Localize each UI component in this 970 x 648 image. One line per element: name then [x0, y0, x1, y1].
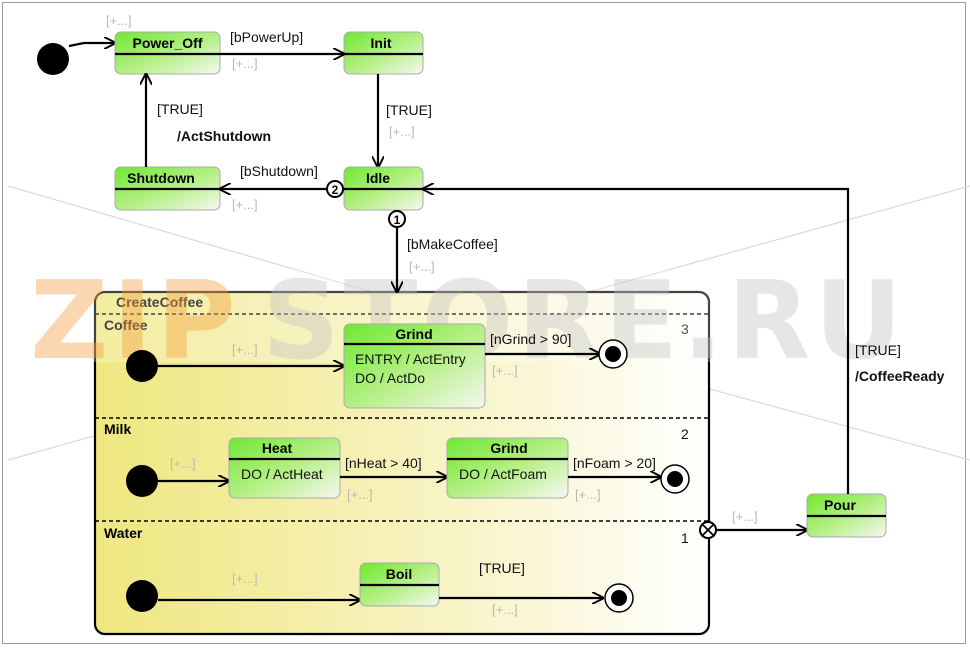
state-grind-milk[interactable]: Grind DO / ActFoam: [446, 437, 569, 499]
region-milk-label: Milk: [104, 421, 131, 437]
state-shutdown-name: Shutdown: [127, 170, 195, 186]
region-water-priority: 1: [681, 530, 689, 546]
ghost-n-foam[interactable]: [+...]: [575, 487, 601, 502]
initial-pseudostate: [37, 43, 69, 75]
ghost-milk-initial[interactable]: [+...]: [170, 456, 196, 471]
ghost-make-coffee[interactable]: [+...]: [409, 259, 435, 274]
transition-initial-poweroff[interactable]: [68, 43, 115, 46]
coffee-initial-pseudostate: [126, 350, 158, 382]
grind-coffee-entry: ENTRY / ActEntry: [355, 351, 466, 367]
water-initial-pseudostate: [126, 580, 158, 612]
label-power-up: [bPowerUp]: [230, 29, 303, 45]
coffee-final-state: [598, 339, 628, 369]
region-milk-priority: 2: [681, 426, 689, 442]
state-boil[interactable]: Boil: [359, 562, 440, 607]
label-n-heat: [nHeat > 40]: [345, 455, 422, 471]
state-heat-name: Heat: [262, 440, 293, 456]
region-coffee-label: Coffee: [104, 317, 148, 333]
state-idle[interactable]: Idle: [343, 166, 424, 211]
label-shutdown-action: /ActShutdown: [177, 128, 271, 144]
state-power-off[interactable]: Power_Off: [114, 31, 221, 75]
state-idle-name: Idle: [366, 170, 390, 186]
state-power-off-name: Power_Off: [132, 35, 202, 51]
heat-do: DO / ActHeat: [241, 466, 323, 482]
label-pour-guard: [TRUE]: [855, 342, 901, 358]
label-shutdown-guard: [TRUE]: [157, 101, 203, 117]
state-pour-name: Pour: [824, 497, 856, 513]
exit-priority-1-label: 1: [394, 213, 401, 227]
label-n-grind: [nGrind > 90]: [490, 331, 571, 347]
ghost-poweroff[interactable]: [+...]: [106, 13, 132, 28]
label-pour-action: /CoffeeReady: [855, 368, 945, 384]
label-b-shutdown: [bShutdown]: [240, 163, 318, 179]
state-init-name: Init: [371, 35, 392, 51]
composite-title: CreateCoffee: [116, 294, 203, 310]
region-water-label: Water: [104, 525, 143, 541]
composite-create-coffee[interactable]: CreateCoffee Coffee 3 Milk 2 Water 1: [93, 290, 711, 636]
state-pour[interactable]: Pour: [806, 493, 887, 538]
state-grind-milk-name: Grind: [490, 440, 527, 456]
label-init-idle: [TRUE]: [386, 102, 432, 118]
grind-coffee-do: DO / ActDo: [355, 370, 425, 386]
ghost-water-initial[interactable]: [+...]: [232, 571, 258, 586]
label-make-coffee: [bMakeCoffee]: [407, 236, 498, 252]
grind-milk-do: DO / ActFoam: [459, 466, 547, 482]
ghost-b-shutdown[interactable]: [+...]: [232, 197, 258, 212]
ghost-coffee-initial[interactable]: [+...]: [232, 342, 258, 357]
milk-final-state: [660, 464, 690, 494]
state-grind-coffee[interactable]: Grind ENTRY / ActEntry DO / ActDo: [343, 323, 486, 409]
ghost-boil-done[interactable]: [+...]: [492, 602, 518, 617]
region-coffee-priority: 3: [681, 321, 689, 337]
ghost-to-pour[interactable]: [+...]: [732, 509, 758, 524]
state-init[interactable]: Init: [343, 31, 424, 75]
exit-point: [699, 521, 717, 539]
ghost-n-heat[interactable]: [+...]: [347, 487, 373, 502]
state-shutdown[interactable]: Shutdown: [114, 166, 221, 211]
exit-priority-1-marker: [388, 210, 406, 228]
exit-priority-2-marker: [326, 180, 344, 198]
state-grind-coffee-name: Grind: [395, 326, 432, 342]
label-n-foam: [nFoam > 20]: [573, 455, 656, 471]
ghost-power-up[interactable]: [+...]: [232, 56, 258, 71]
label-boil-done: [TRUE]: [479, 560, 525, 576]
state-boil-name: Boil: [386, 566, 412, 582]
exit-priority-2-label: 2: [332, 183, 339, 197]
transition-coffee-ready[interactable]: [423, 189, 850, 494]
water-final-state: [604, 583, 634, 613]
milk-initial-pseudostate: [126, 465, 158, 497]
state-heat[interactable]: Heat DO / ActHeat: [228, 437, 341, 499]
ghost-n-grind[interactable]: [+...]: [492, 363, 518, 378]
ghost-init-idle[interactable]: [+...]: [389, 124, 415, 139]
